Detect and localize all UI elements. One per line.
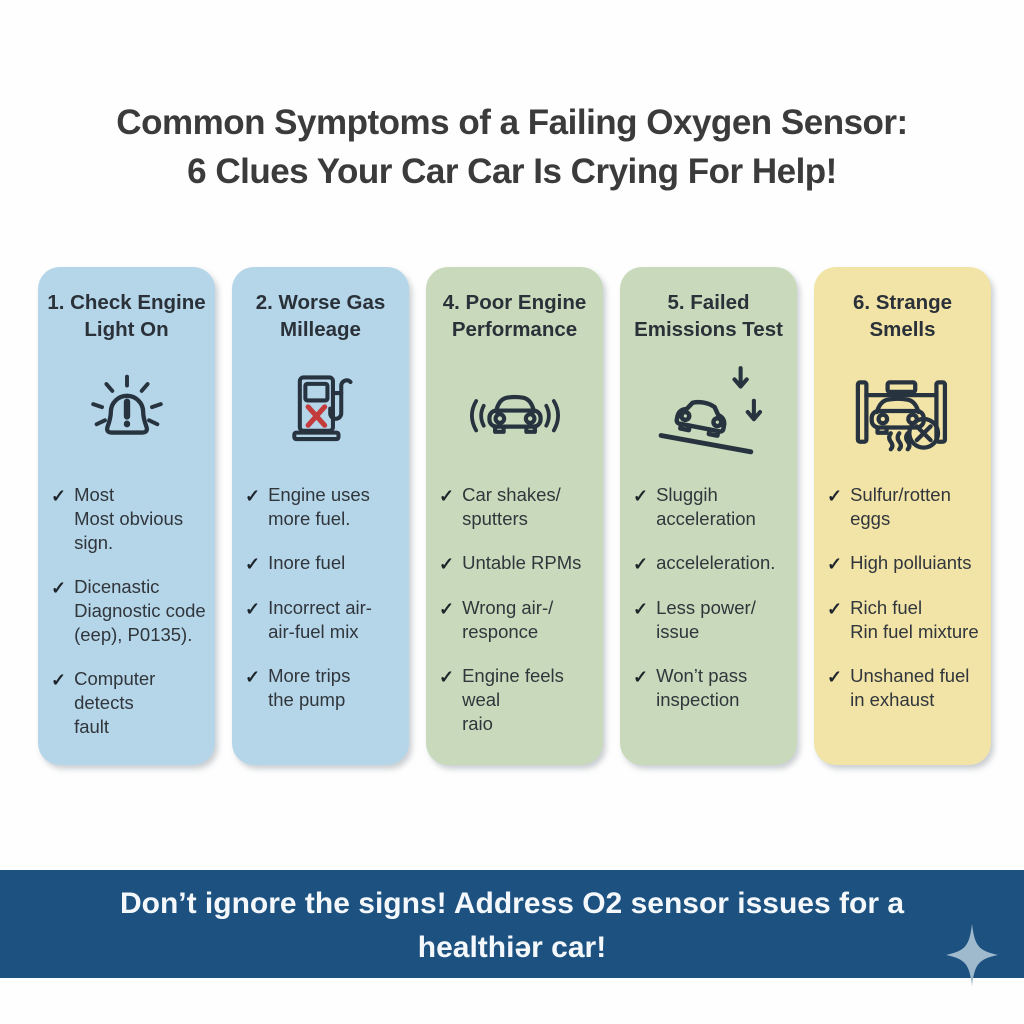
- bullet-text: Dicenastic Diagnostic code (eep), P0135)…: [74, 576, 206, 645]
- bullet-list: ✓ Sulfur/rotten eggs ✓ High polluiants ✓…: [814, 483, 991, 712]
- checkmark-icon: ✓: [827, 599, 843, 619]
- bullet-item: ✓ Won’t pass inspection: [633, 664, 791, 712]
- bullet-list: ✓ Most Most obvious sign. ✓ Dicenastic D…: [38, 483, 215, 739]
- footer-banner: Don’t ignore the signs! Address O2 senso…: [0, 870, 1024, 987]
- car-downhill-arrows-icon: [620, 349, 797, 473]
- bullet-text: Car shakes/ sputters: [462, 484, 561, 529]
- checkmark-icon: ✓: [439, 667, 455, 687]
- card-poor-engine-performance: 4. Poor Engine Performance ✓: [426, 267, 603, 765]
- bullet-item: ✓ Computer detects fault: [51, 667, 209, 739]
- bullet-item: ✓ Wrong air-/ responce: [439, 596, 597, 644]
- checkmark-icon: ✓: [633, 486, 649, 506]
- bullet-text: Engine uses more fuel.: [268, 484, 370, 529]
- bullet-text: Sulfur/rotten eggs: [850, 484, 951, 529]
- bullet-item: ✓ Sulfur/rotten eggs: [827, 483, 985, 531]
- page-title-line2: 6 Clues Your Car Car Is Crying For Help!: [187, 152, 837, 191]
- warning-light-icon: [38, 349, 215, 473]
- checkmark-icon: ✓: [633, 599, 649, 619]
- checkmark-icon: ✓: [827, 486, 843, 506]
- bullet-text: Most Most obvious sign.: [74, 484, 184, 553]
- bullet-text: acceleleration.: [656, 552, 776, 573]
- bullet-item: ✓ Car shakes/ sputters: [439, 483, 597, 531]
- bullet-text: Computer detects fault: [74, 668, 156, 737]
- checkmark-icon: ✓: [245, 554, 261, 574]
- card-strange-smells: 6. Strange Smells: [814, 267, 991, 765]
- bullet-item: ✓ Dicenastic Diagnostic code (eep), P013…: [51, 575, 209, 647]
- bullet-item: ✓ Engine uses more fuel.: [245, 483, 403, 531]
- bullet-item: ✓ More trips the pump: [245, 664, 403, 712]
- card-title: 4. Poor Engine Performance: [442, 291, 587, 341]
- bullet-item: ✓ Incorrect air- air-fuel mix: [245, 596, 403, 644]
- card-check-engine-light: 1. Check Engine Light On: [38, 267, 215, 765]
- card-failed-emissions-test: 5. Failed Emissions Test: [620, 267, 797, 765]
- card-title: 5. Failed Emissions Test: [634, 291, 783, 341]
- checkmark-icon: ✓: [245, 599, 261, 619]
- card-title: 2. Worse Gas Milleage: [255, 291, 386, 341]
- sparkle-icon: [946, 923, 998, 987]
- bullet-item: ✓ Most Most obvious sign.: [51, 483, 209, 555]
- symptom-cards-row: 1. Check Engine Light On: [38, 267, 991, 765]
- bullet-item: ✓ Unshaned fuel in exhaust: [827, 664, 985, 712]
- bullet-text: Rich fuel Rin fuel mixture: [850, 597, 979, 642]
- checkmark-icon: ✓: [245, 667, 261, 687]
- bullet-item: ✓ Rich fuel Rin fuel mixture: [827, 596, 985, 644]
- bullet-text: Sluggih acceleration: [656, 484, 756, 529]
- fuel-pump-x-icon: [232, 349, 409, 473]
- red-x-mark: [305, 404, 327, 428]
- bullet-item: ✓ Untable RPMs: [439, 551, 597, 576]
- checkmark-icon: ✓: [439, 486, 455, 506]
- bullet-text: Engine feels weal raio: [462, 665, 564, 734]
- car-vibration-icon: [426, 349, 603, 473]
- bullet-text: Inore fuel: [268, 552, 346, 573]
- checkmark-icon: ✓: [633, 667, 649, 687]
- bullet-item: ✓ Sluggih acceleration: [633, 483, 791, 531]
- checkmark-icon: ✓: [439, 599, 455, 619]
- checkmark-icon: ✓: [827, 554, 843, 574]
- bullet-item: ✓ acceleleration.: [633, 551, 791, 576]
- footer-line1: Don’t ignore the signs! Address O2 senso…: [119, 887, 905, 920]
- bullet-text: Unshaned fuel in exhaust: [850, 665, 970, 710]
- bullet-list: ✓ Car shakes/ sputters ✓ Untable RPMs ✓ …: [426, 483, 603, 736]
- bullet-text: Less power/ issue: [656, 597, 756, 642]
- checkmark-icon: ✓: [245, 486, 261, 506]
- footer-line2: healthiər car!: [417, 931, 607, 964]
- bullet-text: High polluiants: [850, 552, 972, 573]
- checkmark-icon: ✓: [633, 554, 649, 574]
- checkmark-icon: ✓: [439, 554, 455, 574]
- bullet-text: More trips the pump: [268, 665, 351, 710]
- bullet-text: Won’t pass inspection: [656, 665, 748, 710]
- car-lift-smell-icon: [814, 349, 991, 473]
- bullet-item: ✓ Inore fuel: [245, 551, 403, 576]
- bullet-text: Wrong air-/ responce: [462, 597, 554, 642]
- bullet-item: ✓ High polluiants: [827, 551, 985, 576]
- card-title: 6. Strange Smells: [852, 291, 953, 341]
- checkmark-icon: ✓: [827, 667, 843, 687]
- page-title: Common Symptoms of a Failing Oxygen Sens…: [0, 98, 1024, 196]
- card-worse-gas-mileage: 2. Worse Gas Milleage ✓ Engine uses more…: [232, 267, 409, 765]
- bullet-list: ✓ Engine uses more fuel. ✓ Inore fuel ✓ …: [232, 483, 409, 712]
- checkmark-icon: ✓: [51, 486, 67, 506]
- bullet-item: ✓ Engine feels weal raio: [439, 664, 597, 736]
- bullet-text: Untable RPMs: [462, 552, 582, 573]
- bullet-list: ✓ Sluggih acceleration ✓ acceleleration.…: [620, 483, 797, 712]
- bullet-text: Incorrect air- air-fuel mix: [268, 597, 372, 642]
- bullet-item: ✓ Less power/ issue: [633, 596, 791, 644]
- page-title-line1: Common Symptoms of a Failing Oxygen Sens…: [116, 103, 908, 142]
- checkmark-icon: ✓: [51, 578, 67, 598]
- card-title: 1. Check Engine Light On: [47, 291, 206, 341]
- checkmark-icon: ✓: [51, 670, 67, 690]
